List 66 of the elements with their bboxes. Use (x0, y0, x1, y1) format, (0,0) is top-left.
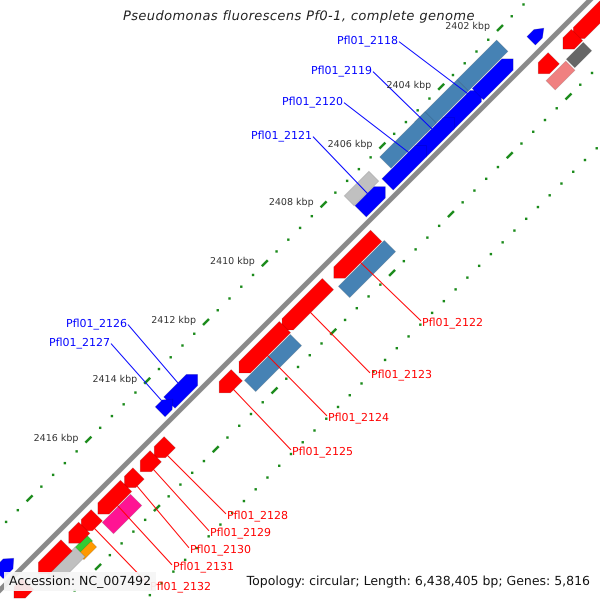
leader-line (312, 136, 368, 194)
leader-line (310, 312, 370, 374)
leader-line (344, 102, 409, 153)
gene-label: Pfl01_2122 (422, 317, 484, 328)
gene-feature (80, 509, 103, 532)
leader-line (153, 469, 210, 532)
gene-label: Pfl01_2119 (310, 65, 372, 76)
gene-label: Pfl01_2131 (173, 561, 234, 572)
gene-feature (218, 368, 244, 394)
gene-feature (333, 230, 382, 279)
leader-line (372, 71, 432, 130)
gene-label: Pfl01_2126 (66, 318, 127, 329)
gene-feature (97, 480, 132, 515)
tick-label: 2406 kbp (328, 140, 372, 150)
tick-label: 2410 kbp (210, 257, 255, 267)
gene-feature (154, 436, 176, 458)
genome-info-text: Topology: circular; Length: 6,438,405 bp; Genes: 5,816 (246, 575, 590, 588)
gene-label: Pfl01_2124 (328, 412, 390, 423)
gene-label: Pfl01_2121 (250, 130, 312, 141)
gene-feature (538, 52, 560, 74)
gene-feature (238, 320, 292, 374)
gene-label: Pfl01_2132 (150, 581, 212, 592)
gene-feature (472, 58, 514, 100)
gene-label: Pfl01_2125 (292, 446, 354, 457)
leader-line (233, 389, 292, 450)
gene-feature (456, 39, 509, 92)
gene-feature (545, 60, 576, 91)
leader-line (398, 41, 468, 94)
gene-label: Pfl01_2127 (48, 337, 110, 348)
gene-label: Pfl01_2120 (282, 96, 343, 107)
gene-feature (124, 467, 145, 488)
gene-feature (566, 42, 592, 68)
gene-feature (379, 111, 437, 169)
gene-feature (562, 28, 584, 50)
gene-label: Pfl01_2130 (190, 544, 252, 555)
title: Pseudomonas fluorescens Pf0-1, complete genome (123, 10, 475, 23)
gene-feature (282, 278, 334, 330)
gene-feature (163, 374, 198, 409)
gene-feature (244, 334, 302, 392)
gene-feature (102, 494, 142, 534)
tick-label: 2414 kbp (92, 374, 138, 384)
gene-feature (154, 398, 174, 418)
gene-label: Pfl01_2128 (227, 510, 288, 521)
leader-line (110, 343, 162, 402)
leader-line (167, 455, 226, 514)
gene-feature (354, 186, 386, 218)
gene-feature (344, 170, 380, 206)
leader-line (267, 355, 328, 416)
gene-label: Pfl01_2123 (371, 369, 432, 380)
tick-label: 2408 kbp (268, 198, 314, 208)
tick-label: 2412 kbp (151, 316, 196, 326)
gene-feature (140, 450, 162, 472)
gene-feature (526, 28, 544, 46)
gene-feature (381, 145, 427, 191)
leader-line (128, 324, 178, 384)
gene-feature (68, 522, 90, 544)
gene-feature (38, 539, 73, 574)
leader-line (360, 262, 422, 322)
gene-label: Pfl01_2129 (210, 527, 272, 538)
tick-label: 2416 kbp (34, 434, 78, 444)
leader-line (117, 505, 172, 566)
gene-label: Pfl01_2118 (336, 35, 398, 46)
tick-label: 2402 kbp (445, 22, 490, 32)
gene-feature (338, 240, 396, 298)
tick-label: 2404 kbp (386, 80, 432, 90)
gene-feature (572, 0, 600, 40)
